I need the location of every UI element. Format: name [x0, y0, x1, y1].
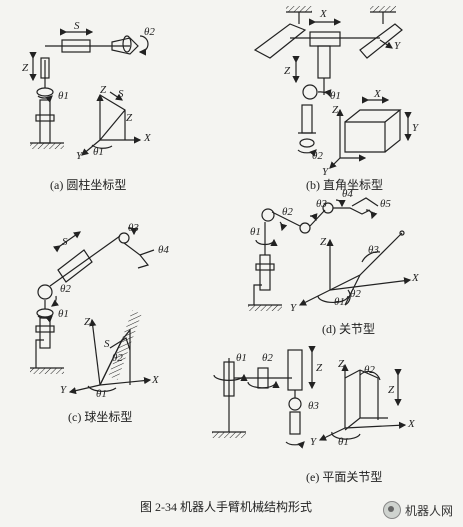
label-s: S: [62, 236, 68, 248]
panel-b-cartesian: [253, 6, 412, 169]
label-theta3: θ3: [128, 222, 139, 234]
label-z: Z: [284, 65, 291, 77]
label-x: X: [152, 374, 159, 386]
label-theta5: θ5: [380, 198, 391, 210]
label-y: Y: [290, 302, 297, 314]
label-theta2: θ2: [60, 283, 71, 295]
label-theta1: θ1: [236, 352, 247, 364]
label-theta1: θ1: [93, 146, 104, 158]
label-y: Y: [76, 150, 83, 162]
caption-d: (d) 关节型: [322, 322, 375, 336]
label-y: Y: [394, 40, 401, 52]
label-theta2: θ2: [112, 352, 123, 364]
label-theta2: θ2: [350, 288, 361, 300]
figure-caption: 图 2-34 机器人手臂机械结构形式: [140, 500, 312, 514]
label-z: Z: [100, 84, 107, 96]
label-x: X: [408, 418, 415, 430]
label-z: Z: [126, 112, 133, 124]
panel-c-spherical: [30, 227, 155, 395]
label-theta2: θ2: [312, 150, 323, 162]
label-theta2: θ2: [364, 364, 375, 376]
label-y: Y: [322, 166, 329, 178]
label-z: Z: [338, 358, 345, 370]
label-x: X: [144, 132, 151, 144]
label-y: Y: [60, 384, 67, 396]
label-z: Z: [84, 316, 91, 328]
label-z: Z: [22, 62, 29, 74]
caption-a: (a) 圆柱坐标型: [50, 178, 127, 192]
label-z: Z: [316, 362, 323, 374]
label-theta1: θ1: [58, 308, 69, 320]
label-s: S: [118, 88, 124, 100]
label-s: S: [74, 20, 80, 32]
label-theta3: θ3: [308, 400, 319, 412]
label-theta2: θ2: [144, 26, 155, 38]
panel-e-scara: [212, 346, 407, 449]
caption-e: (e) 平面关节型: [306, 470, 383, 484]
label-theta3: θ3: [316, 198, 327, 210]
label-x: X: [320, 8, 327, 20]
caption-c: (c) 球坐标型: [68, 410, 133, 424]
watermark-text: 机器人网: [404, 503, 453, 518]
label-theta4: θ4: [342, 188, 353, 200]
label-x: X: [412, 272, 419, 284]
watermark-logo-icon: [382, 501, 401, 519]
label-theta1: θ1: [58, 90, 69, 102]
label-theta1: θ1: [330, 90, 341, 102]
panel-d-articulated: [248, 197, 412, 311]
label-y: Y: [310, 436, 317, 448]
label-s: S: [104, 338, 110, 350]
label-z: Z: [332, 104, 339, 116]
label-theta1: θ1: [338, 436, 349, 448]
label-theta2: θ2: [262, 352, 273, 364]
label-theta1: θ1: [96, 388, 107, 400]
caption-b: (b) 直角坐标型: [306, 178, 383, 192]
label-theta2: θ2: [282, 206, 293, 218]
watermark: 机器人网: [382, 501, 453, 519]
label-theta1: θ1: [334, 296, 345, 308]
panel-a-cylindrical: [29, 28, 149, 156]
label-z: Z: [388, 384, 395, 396]
label-theta3: θ3: [368, 244, 379, 256]
label-theta4: θ4: [158, 244, 169, 256]
label-z: Z: [320, 236, 327, 248]
label-y: Y: [412, 122, 419, 134]
label-x: X: [374, 88, 381, 100]
label-theta1: θ1: [250, 226, 261, 238]
